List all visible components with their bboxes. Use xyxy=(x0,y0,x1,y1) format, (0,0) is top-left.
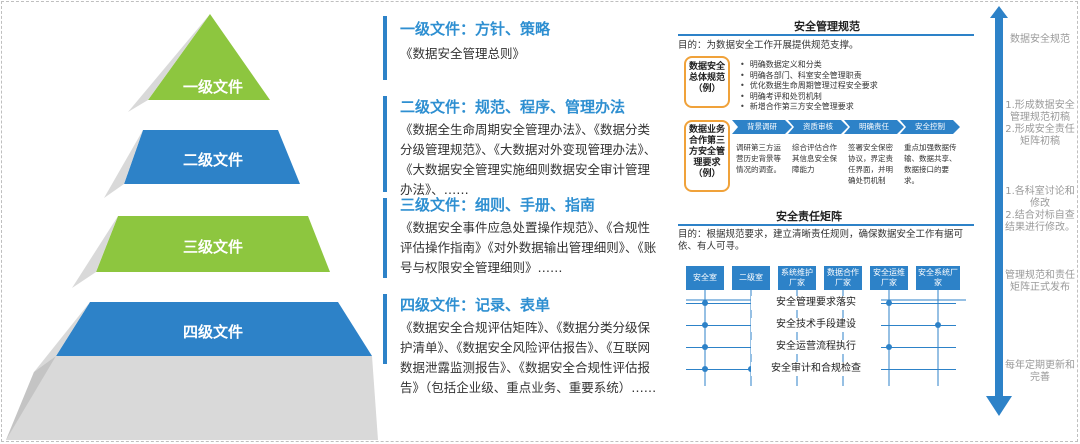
matrix-row: 安全审计和合规检查 xyxy=(676,362,966,376)
section-bar xyxy=(383,16,387,80)
pyramid-base-shade xyxy=(6,356,56,440)
section-bar xyxy=(383,294,387,364)
tier-2-label: 二级文件 xyxy=(182,151,243,169)
spec-rule xyxy=(678,34,974,36)
tier-4-shape xyxy=(56,302,372,356)
timeline-note: 1.形成数据安全管理规范初稿 2.形成安全责任矩阵初稿 xyxy=(1005,100,1075,147)
matrix-row: 安全技术手段建设 xyxy=(676,318,966,332)
spec-bullet: 明确考评和处罚机制 xyxy=(740,92,878,103)
matrix-row: 安全管理要求落实 xyxy=(676,296,966,310)
tier-1-shape xyxy=(148,14,270,100)
spec-bullet: 明确各部门、科室安全管理职责 xyxy=(740,71,878,82)
chevron-background-research: 背景调研 xyxy=(732,120,792,134)
chevron-responsibility: 明确责任 xyxy=(844,120,904,134)
timeline-note: 1.各科室讨论和修改 2.结合对标自查结果进行修改。 xyxy=(1005,186,1075,233)
section-title: 一级文件：方针、策略 xyxy=(400,20,551,38)
step-text: 重点加强数据传输、数据共享、数据接口的要求。 xyxy=(904,143,957,185)
timeline: 数据安全规范 1.形成数据安全管理规范初稿 2.形成安全责任矩阵初稿 1.各科室… xyxy=(984,0,1080,444)
section-body: 《数据安全合规评估矩阵》、《数据分类分级保护清单》、《数据安全风险评估报告》、《… xyxy=(400,320,657,395)
section-title: 二级文件：规范、程序、管理办法 xyxy=(400,98,626,116)
matrix-row: 安全运营流程执行 xyxy=(676,340,966,354)
matrix-col-header: 安全室 xyxy=(686,266,724,290)
matrix-dot xyxy=(935,322,941,328)
timeline-note: 数据安全规范 xyxy=(1010,34,1070,45)
matrix-dot xyxy=(886,300,892,306)
matrix-rule xyxy=(678,224,974,226)
section-level-2: 二级文件：规范、程序、管理办法 《数据全生命周期安全管理办法》、《数据分类分级管… xyxy=(383,94,673,197)
matrix-purpose: 目的：根据规范要求，建立清晰责任规则，确保数据安全工作有据可依、有人可寻。 xyxy=(678,229,964,252)
step-text: 调研第三方运营历史背景等情况的调查。 xyxy=(736,143,781,174)
section-body: 《数据全生命周期安全管理办法》、《数据分类分级管理规范》、《大数据对外变现管理办… xyxy=(400,122,657,197)
section-bar xyxy=(383,96,387,192)
matrix-row-label: 安全运营流程执行 xyxy=(751,340,881,354)
tier-2-shape xyxy=(124,130,300,184)
management-diagram: 安全管理规范 目的：为数据安全工作开展提供规范支撑。 数据安全总体规范（例） 明… xyxy=(676,0,976,444)
tier-2-side xyxy=(104,130,143,198)
matrix-col-header: 安全运维厂家 xyxy=(870,266,908,290)
matrix-dot xyxy=(886,344,892,350)
step-text: 签署安全保密协议，界定责任界面，并明确处罚机制 xyxy=(848,143,893,185)
matrix-dot xyxy=(702,300,708,306)
spec-bullet-list: 明确数据定义和分类 明确各部门、科室安全管理职责 优化数据生命周期管理过程安全要… xyxy=(740,60,878,113)
matrix-row-label: 安全管理要求落实 xyxy=(751,296,881,310)
matrix-title: 安全责任矩阵 xyxy=(776,210,842,223)
matrix-col-header: 二级室 xyxy=(732,266,770,290)
matrix-dot xyxy=(702,322,708,328)
spec-title: 安全管理规范 xyxy=(794,20,860,33)
matrix-dot xyxy=(702,366,708,372)
spec-box-third-party: 数据业务合作第三方安全管理要求（例） xyxy=(684,120,730,192)
matrix-col-header: 数据合作厂家 xyxy=(824,266,862,290)
step-text: 综合评估合作其信息安全保障能力 xyxy=(792,143,837,174)
chevron-security-control: 安全控制 xyxy=(900,120,960,134)
tier-4-side xyxy=(34,302,90,372)
section-level-3: 三级文件：细则、手册、指南 《数据安全事件应急处置操作规范》、《合规性评估操作指… xyxy=(383,192,673,282)
section-level-4: 四级文件：记录、表单 《数据安全合规评估矩阵》、《数据分类分级保护清单》、《数据… xyxy=(383,292,673,412)
timeline-note: 管理规范和责任矩阵正式发布 xyxy=(1005,270,1075,293)
section-bar xyxy=(383,198,387,278)
spec-box-general: 数据安全总体规范（例） xyxy=(684,56,730,108)
tier-3-label: 三级文件 xyxy=(182,238,243,256)
matrix-row-label: 安全技术手段建设 xyxy=(751,318,881,332)
spec-bullet: 优化数据生命周期管理过程安全要求 xyxy=(740,81,878,92)
tier-1-side xyxy=(128,14,210,112)
tier-4-label: 四级文件 xyxy=(182,323,243,341)
matrix-dot xyxy=(702,344,708,350)
tier-1-label: 一级文件 xyxy=(182,78,243,96)
pyramid-graphic xyxy=(6,14,378,440)
tier-3-side xyxy=(72,216,118,288)
spec-bullet: 新增合作第三方安全管理要求 xyxy=(740,102,878,113)
matrix-col-header: 安全系统厂家 xyxy=(916,266,960,290)
section-body: 《数据安全事件应急处置操作规范》、《合规性评估操作指南》《对外数据输出管理细则》… xyxy=(400,220,657,275)
section-body: 《数据安全管理总则》 xyxy=(400,46,526,61)
chevron-qualification-review: 资质审核 xyxy=(788,120,848,134)
timeline-note: 每年定期更新和完善 xyxy=(1005,360,1075,383)
tier-3-shape xyxy=(96,216,330,272)
section-title: 四级文件：记录、表单 xyxy=(400,296,551,314)
spec-bullet: 明确数据定义和分类 xyxy=(740,60,878,71)
pyramid-base xyxy=(6,356,378,440)
spec-purpose: 目的：为数据安全工作开展提供规范支撑。 xyxy=(678,40,859,51)
timeline-arrow xyxy=(986,6,1012,416)
section-level-1: 一级文件：方针、策略 《数据安全管理总则》 xyxy=(383,14,673,84)
matrix-row-label: 安全审计和合规检查 xyxy=(751,362,881,376)
section-title: 三级文件：细则、手册、指南 xyxy=(400,196,596,214)
matrix-col-header: 系统维护厂家 xyxy=(778,266,816,290)
document-pyramid: 一级文件 二级文件 三级文件 四级文件 xyxy=(0,0,380,444)
